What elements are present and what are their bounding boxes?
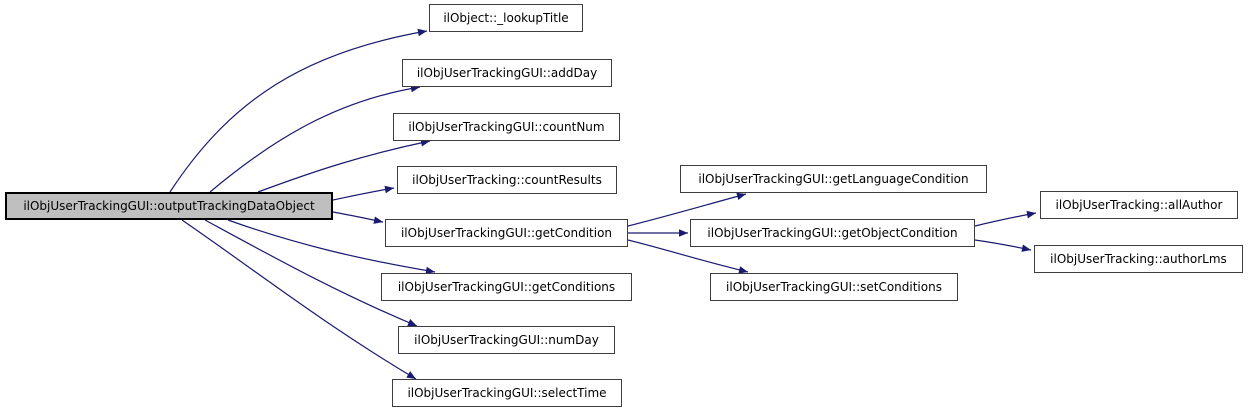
edge-output-to-numDay (204, 219, 418, 327)
edge-getObjectCondition-to-authorLms (974, 239, 1032, 252)
edge-output-to-getConditions (227, 219, 436, 275)
graph-node-getObjectCondition[interactable]: ilObjUserTrackingGUI::getObjectCondition (690, 219, 975, 247)
edge-output-to-countNum (257, 139, 431, 193)
edge-output-to-getCondition (332, 211, 384, 224)
graph-node-countResults[interactable]: ilObjUserTracking::countResults (397, 166, 617, 194)
graph-node-getCondition[interactable]: ilObjUserTrackingGUI::getCondition (385, 219, 628, 247)
edge-output-to-countResults (332, 185, 395, 201)
graph-node-selectTime[interactable]: ilObjUserTrackingGUI::selectTime (392, 379, 622, 407)
edge-getCondition-to-setConditions (627, 239, 749, 274)
graph-node-numDay[interactable]: ilObjUserTrackingGUI::numDay (398, 326, 615, 354)
graph-node-countNum[interactable]: ilObjUserTrackingGUI::countNum (393, 113, 620, 141)
graph-node-lookupTitle[interactable]: ilObject::_lookupTitle (429, 4, 583, 32)
edge-output-to-lookupTitle (169, 28, 428, 193)
graph-node-allAuthor[interactable]: ilObjUserTracking::allAuthor (1040, 191, 1238, 219)
edge-output-to-selectTime (181, 219, 417, 380)
graph-node-output: ilObjUserTrackingGUI::outputTrackingData… (5, 192, 333, 220)
graph-node-getLanguageCondition[interactable]: ilObjUserTrackingGUI::getLanguageConditi… (680, 165, 987, 193)
edge-getObjectCondition-to-allAuthor (974, 210, 1037, 227)
graph-node-getConditions[interactable]: ilObjUserTrackingGUI::getConditions (381, 273, 632, 301)
graph-node-setConditions[interactable]: ilObjUserTrackingGUI::setConditions (710, 273, 958, 301)
graph-node-authorLms[interactable]: ilObjUserTracking::authorLms (1034, 245, 1243, 273)
edge-getCondition-to-getLanguageCondition (627, 192, 747, 227)
graph-node-addDay[interactable]: ilObjUserTrackingGUI::addDay (402, 59, 612, 87)
edge-output-to-addDay (209, 84, 421, 193)
